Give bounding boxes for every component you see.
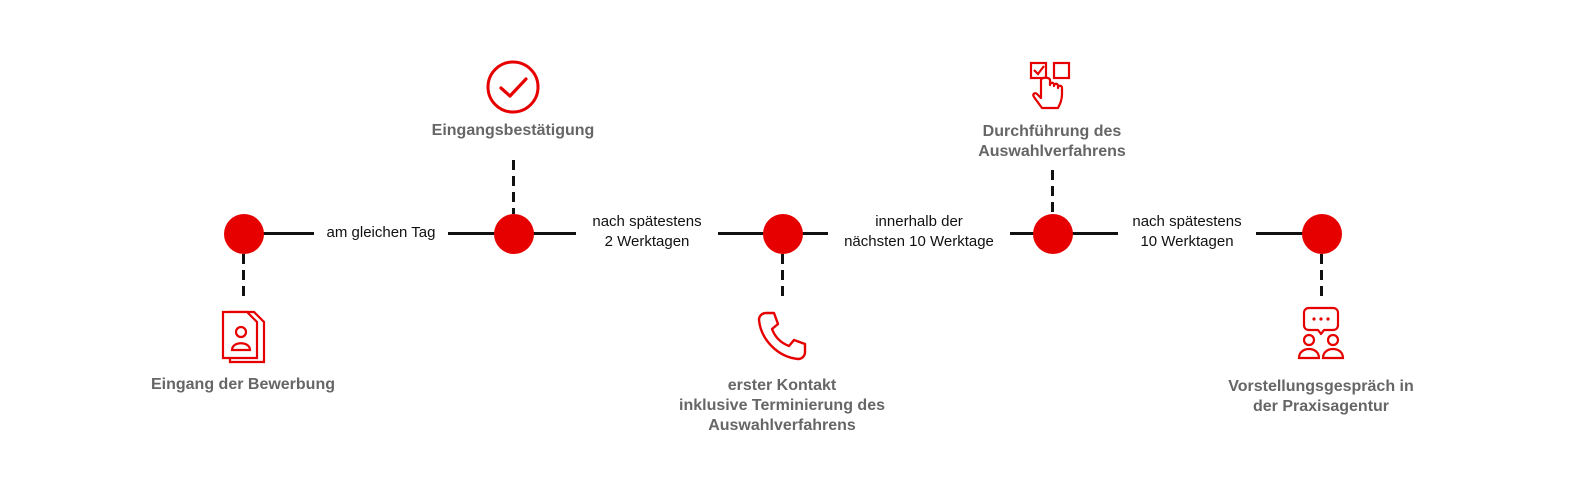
document-person-icon	[220, 308, 268, 366]
connector-label-line: nach spätestens	[1132, 213, 1242, 230]
step-label: erster Kontakt inklusive Terminierung de…	[662, 376, 902, 436]
phone-icon	[756, 310, 808, 362]
milestone-dot	[1033, 214, 1073, 254]
checkbox-click-icon	[1026, 60, 1076, 112]
check-circle-icon	[485, 59, 541, 115]
step-label-line: Auswahlverfahrens	[708, 417, 856, 434]
dashed-connector	[1051, 170, 1054, 214]
step-label: Eingangsbestätigung	[413, 121, 613, 141]
connector-label: innerhalb der nächsten 10 Werktage	[828, 212, 1010, 252]
connector-label-line: innerhalb der	[875, 213, 963, 230]
connector-label: am gleichen Tag	[314, 223, 448, 243]
milestone-dot	[224, 214, 264, 254]
step-label: Durchführung des Auswahlverfahrens	[942, 122, 1162, 162]
step-label: Vorstellungsgespräch in der Praxisagentu…	[1211, 377, 1431, 417]
step-label-line: erster Kontakt	[727, 377, 837, 394]
milestone-dot	[1302, 214, 1342, 254]
connector-label: nach spätestens 10 Werktagen	[1118, 212, 1256, 252]
milestone-dot	[494, 214, 534, 254]
connector-label-line: 10 Werktagen	[1140, 233, 1234, 250]
people-chat-icon	[1295, 305, 1347, 361]
dashed-connector	[242, 254, 245, 298]
step-label-line: der Praxisagentur	[1252, 398, 1390, 415]
step-label-line: Eingang der Bewerbung	[150, 376, 335, 393]
dashed-connector	[512, 160, 515, 214]
connector-label: nach spätestens 2 Werktagen	[576, 212, 718, 252]
connector-label-line: nächsten 10 Werktage	[844, 233, 994, 250]
dashed-connector	[781, 254, 784, 300]
step-label-line: Vorstellungsgespräch in	[1228, 378, 1414, 395]
step-label-line: Eingangsbestätigung	[431, 122, 595, 139]
step-label: Eingang der Bewerbung	[143, 375, 343, 395]
dashed-connector	[1320, 254, 1323, 300]
step-label-line: Durchführung des	[982, 123, 1122, 140]
step-label-line: Auswahlverfahrens	[978, 143, 1126, 160]
milestone-dot	[763, 214, 803, 254]
step-label-line: inklusive Terminierung des	[679, 397, 885, 414]
connector-label-line: am gleichen Tag	[326, 224, 436, 241]
connector-label-line: 2 Werktagen	[604, 233, 690, 250]
connector-label-line: nach spätestens	[592, 213, 702, 230]
